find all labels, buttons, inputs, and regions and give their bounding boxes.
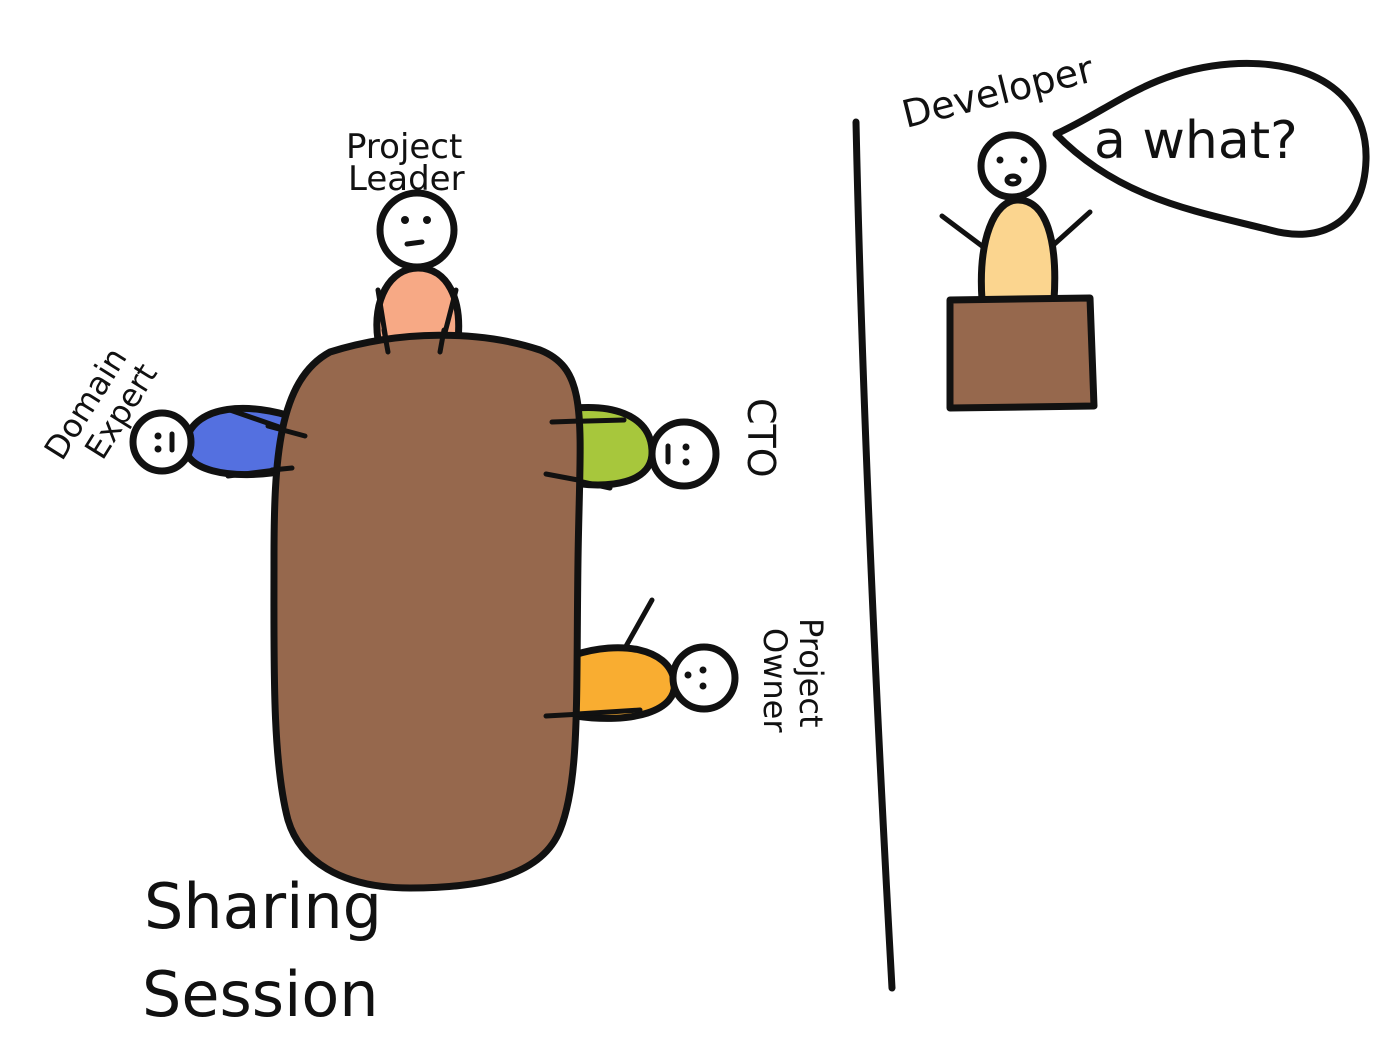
developer-label: Developer (898, 47, 1099, 137)
cto-head (648, 418, 720, 490)
developer-mouth (1004, 173, 1022, 187)
project-owner-label: Project Owner (756, 618, 830, 733)
meeting-table (270, 331, 584, 892)
developer-arm-right (1047, 209, 1093, 251)
speech-bubble-text: a what? (1094, 111, 1298, 171)
project-leader-label-line2: Leader (348, 159, 465, 199)
domain-expert-eye-top (154, 432, 162, 440)
project-owner-label-line2: Owner (756, 628, 794, 733)
project-leader-label: Project Leader (346, 127, 465, 199)
domain-expert-head (129, 409, 195, 475)
divider-line (852, 118, 896, 992)
project-leader-hand-right (437, 327, 447, 355)
project-owner-head (669, 643, 739, 713)
cto-hand-bottom (543, 471, 581, 483)
project-owner-eye-top (699, 666, 707, 674)
domain-expert-hand-top (265, 423, 308, 439)
project-owner-body (570, 644, 678, 722)
project-leader-hand-left (381, 327, 391, 355)
developer-figure (939, 131, 1098, 412)
project-leader-eye-left (401, 216, 409, 224)
project-owner-arm-raised (622, 597, 655, 651)
project-leader-eye-right (423, 216, 431, 224)
cto-hand-top (549, 418, 583, 425)
developer-eye-left (996, 156, 1004, 164)
cto-label-text: CTO (739, 398, 783, 478)
caption-line1: Sharing (144, 870, 382, 943)
domain-expert-eye-bottom (154, 445, 162, 453)
caption-line2: Session (142, 958, 379, 1031)
developer-podium (946, 294, 1098, 412)
cto-eye-bottom (682, 458, 690, 466)
developer-body (977, 196, 1059, 304)
cto-label: CTO (739, 398, 783, 478)
project-owner-eye-bottom (699, 682, 707, 690)
project-leader-mouth (404, 239, 425, 247)
project-owner-mouth (684, 671, 692, 679)
project-owner-figure (543, 597, 739, 722)
speech-bubble: a what? (1052, 59, 1370, 238)
caption: Sharing Session (142, 870, 382, 1031)
project-leader-head (376, 189, 458, 271)
domain-expert-hand-bottom (269, 465, 295, 473)
developer-label-text: Developer (898, 47, 1099, 137)
cto-eye-top (682, 443, 690, 451)
project-leader-label-line1: Project (346, 127, 462, 167)
project-leader-figure (373, 189, 463, 355)
developer-head (977, 131, 1047, 201)
project-owner-label-line1: Project (792, 618, 830, 727)
speech-bubble-outline (1052, 59, 1370, 238)
project-owner-hand (543, 711, 585, 719)
developer-eye-right (1020, 156, 1028, 164)
meeting-group (129, 189, 739, 892)
